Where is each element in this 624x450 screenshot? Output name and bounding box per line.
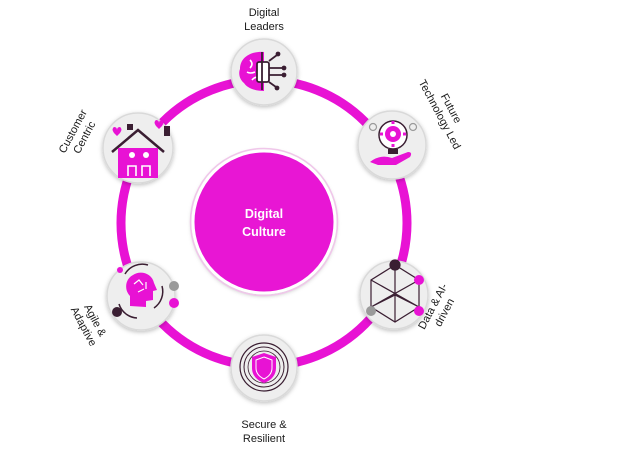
label-digital-leaders-line2: Leaders <box>244 21 284 33</box>
node-data-ai-driven: Data & AI- driven <box>359 259 457 332</box>
node-future-technology-led: Future Technology Led <box>357 78 463 180</box>
head-cycle-arrows-icon <box>112 263 179 319</box>
label-digital-leaders-line1: Digital <box>249 7 280 19</box>
center-hub: Digital Culture <box>189 147 339 297</box>
shield-icon <box>239 342 289 392</box>
node-customer-centric: Customer Centric <box>57 107 174 184</box>
center-title-line1: Digital <box>245 207 283 221</box>
network-cube-icon <box>366 259 424 323</box>
label-secure-line2: Resilient <box>243 433 285 445</box>
center-title-line2: Culture <box>242 225 286 239</box>
family-house-icon <box>111 120 170 178</box>
lightbulb-gear-hand-icon <box>368 120 418 165</box>
label-secure-line1: Secure & <box>241 419 287 431</box>
node-digital-leaders: Digital Leaders <box>230 7 298 106</box>
brain-circuit-icon <box>239 51 287 91</box>
node-agile-adaptive: Agile & Adaptive <box>68 261 179 348</box>
node-secure-resilient: Secure & Resilient <box>230 334 298 445</box>
